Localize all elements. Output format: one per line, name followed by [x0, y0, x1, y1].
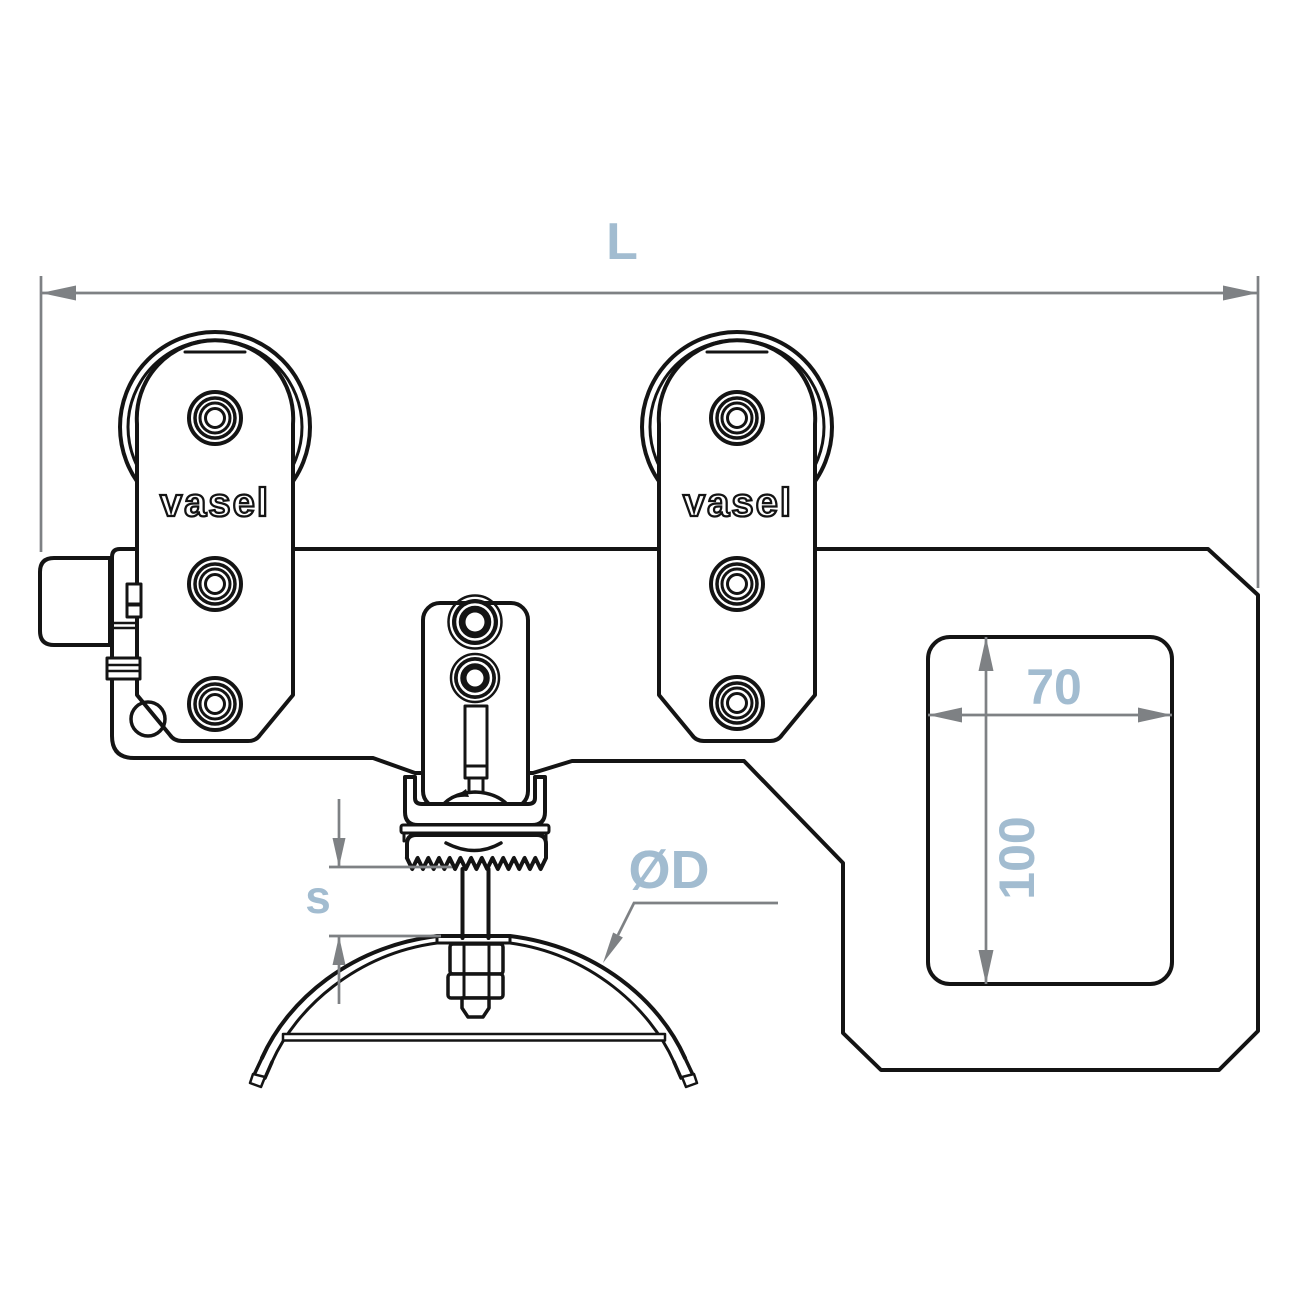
arrowhead-bottom — [978, 950, 994, 984]
bolt — [187, 676, 243, 732]
dimension-length-L: L — [39, 213, 1260, 588]
brand-logo-left: vasel — [160, 481, 270, 525]
dome-foot-left — [248, 1072, 267, 1089]
ball-washer-shade — [451, 789, 469, 800]
dim-label-diameter: ØD — [629, 840, 710, 900]
bracket-slot — [463, 704, 489, 780]
arrowhead-left — [41, 285, 76, 301]
threaded-rod — [460, 867, 491, 940]
dimension-gap-s: s — [305, 799, 452, 1004]
arrowhead-top — [978, 637, 994, 671]
pin-body — [38, 556, 112, 647]
yoke-lip — [399, 823, 551, 835]
dim-label-100: 100 — [989, 816, 1045, 899]
brand-logo-right: vasel — [683, 481, 793, 525]
bolt — [187, 390, 243, 446]
arrowhead-down — [332, 838, 346, 867]
bolt — [709, 675, 765, 731]
bolt — [709, 390, 765, 446]
dim-label-s: s — [305, 871, 331, 923]
adjuster-assembly — [399, 775, 551, 871]
center-bracket — [421, 594, 530, 810]
left-roller-bolts — [187, 390, 243, 732]
dome-foot-right-leg — [672, 1056, 695, 1080]
right-roller-plate — [656, 338, 818, 743]
arrowhead-up — [332, 936, 346, 965]
hex-nut-lower — [446, 972, 505, 1000]
lock-nuts — [446, 942, 505, 1019]
plate-corner-hole — [129, 700, 167, 738]
arrowhead-right — [1223, 285, 1258, 301]
hex-nut-upper — [448, 942, 505, 976]
bracket-bolt-lower — [449, 652, 501, 704]
right-roller-plate-outline — [656, 338, 818, 743]
bolt — [187, 556, 243, 612]
dome-outer-arc — [260, 934, 687, 1060]
bolt — [709, 556, 765, 612]
dim-label-70: 70 — [1026, 659, 1082, 715]
dimension-cutout-height-100: 100 — [978, 637, 1045, 984]
pin-tab-lower — [125, 603, 143, 619]
dome-cap — [248, 934, 699, 1089]
dome-chord-bar — [281, 1032, 667, 1042]
dim-label-L: L — [606, 213, 638, 271]
rect-cutout — [926, 635, 1174, 986]
main-plate — [110, 547, 1260, 1072]
ball-washer-lower-arc — [444, 841, 503, 853]
dome-foot-right — [680, 1072, 699, 1089]
dimension-cutout-width-70: 70 — [928, 659, 1172, 723]
arrowhead-left — [928, 707, 962, 723]
left-roller-plate — [134, 338, 296, 743]
dimension-diameter-OD: ØD — [603, 840, 778, 963]
mounting-pin — [38, 556, 143, 681]
rod-end — [460, 996, 491, 1019]
right-roller-bolts — [709, 390, 765, 731]
arrowhead-right — [1138, 707, 1172, 723]
bracket-bolt-upper — [447, 594, 503, 650]
left-roller-plate-outline — [134, 338, 296, 743]
pin-washer — [105, 656, 142, 681]
pin-tab-upper — [125, 582, 143, 606]
leader-line — [616, 901, 778, 936]
leader-arrowhead — [603, 932, 623, 963]
dome-foot-left-leg — [252, 1056, 274, 1080]
